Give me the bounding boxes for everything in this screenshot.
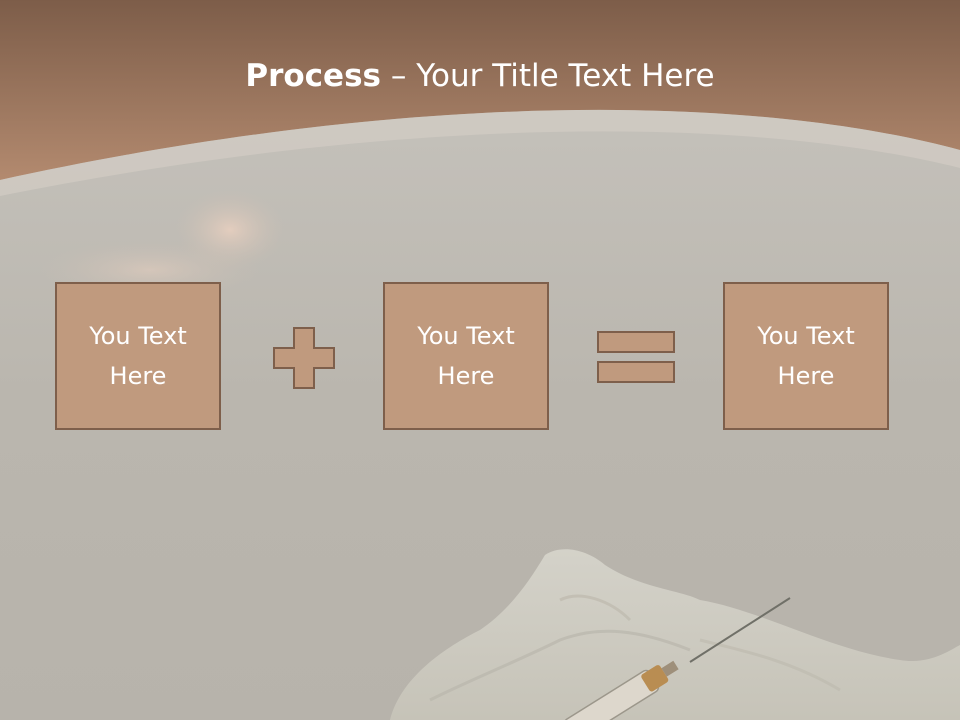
process-box-2[interactable]: You Text Here (383, 282, 549, 430)
plus-icon (273, 327, 335, 389)
process-box-1-label: You Text Here (89, 322, 187, 390)
title-bold: Process (245, 58, 381, 94)
process-box-1[interactable]: You Text Here (55, 282, 221, 430)
process-box-3[interactable]: You Text Here (723, 282, 889, 430)
equals-icon (597, 331, 675, 383)
page-title: Process – Your Title Text Here (0, 52, 960, 100)
process-box-2-label: You Text Here (417, 322, 515, 390)
process-box-3-label: You Text Here (757, 322, 855, 390)
title-rest: – Your Title Text Here (381, 58, 715, 94)
